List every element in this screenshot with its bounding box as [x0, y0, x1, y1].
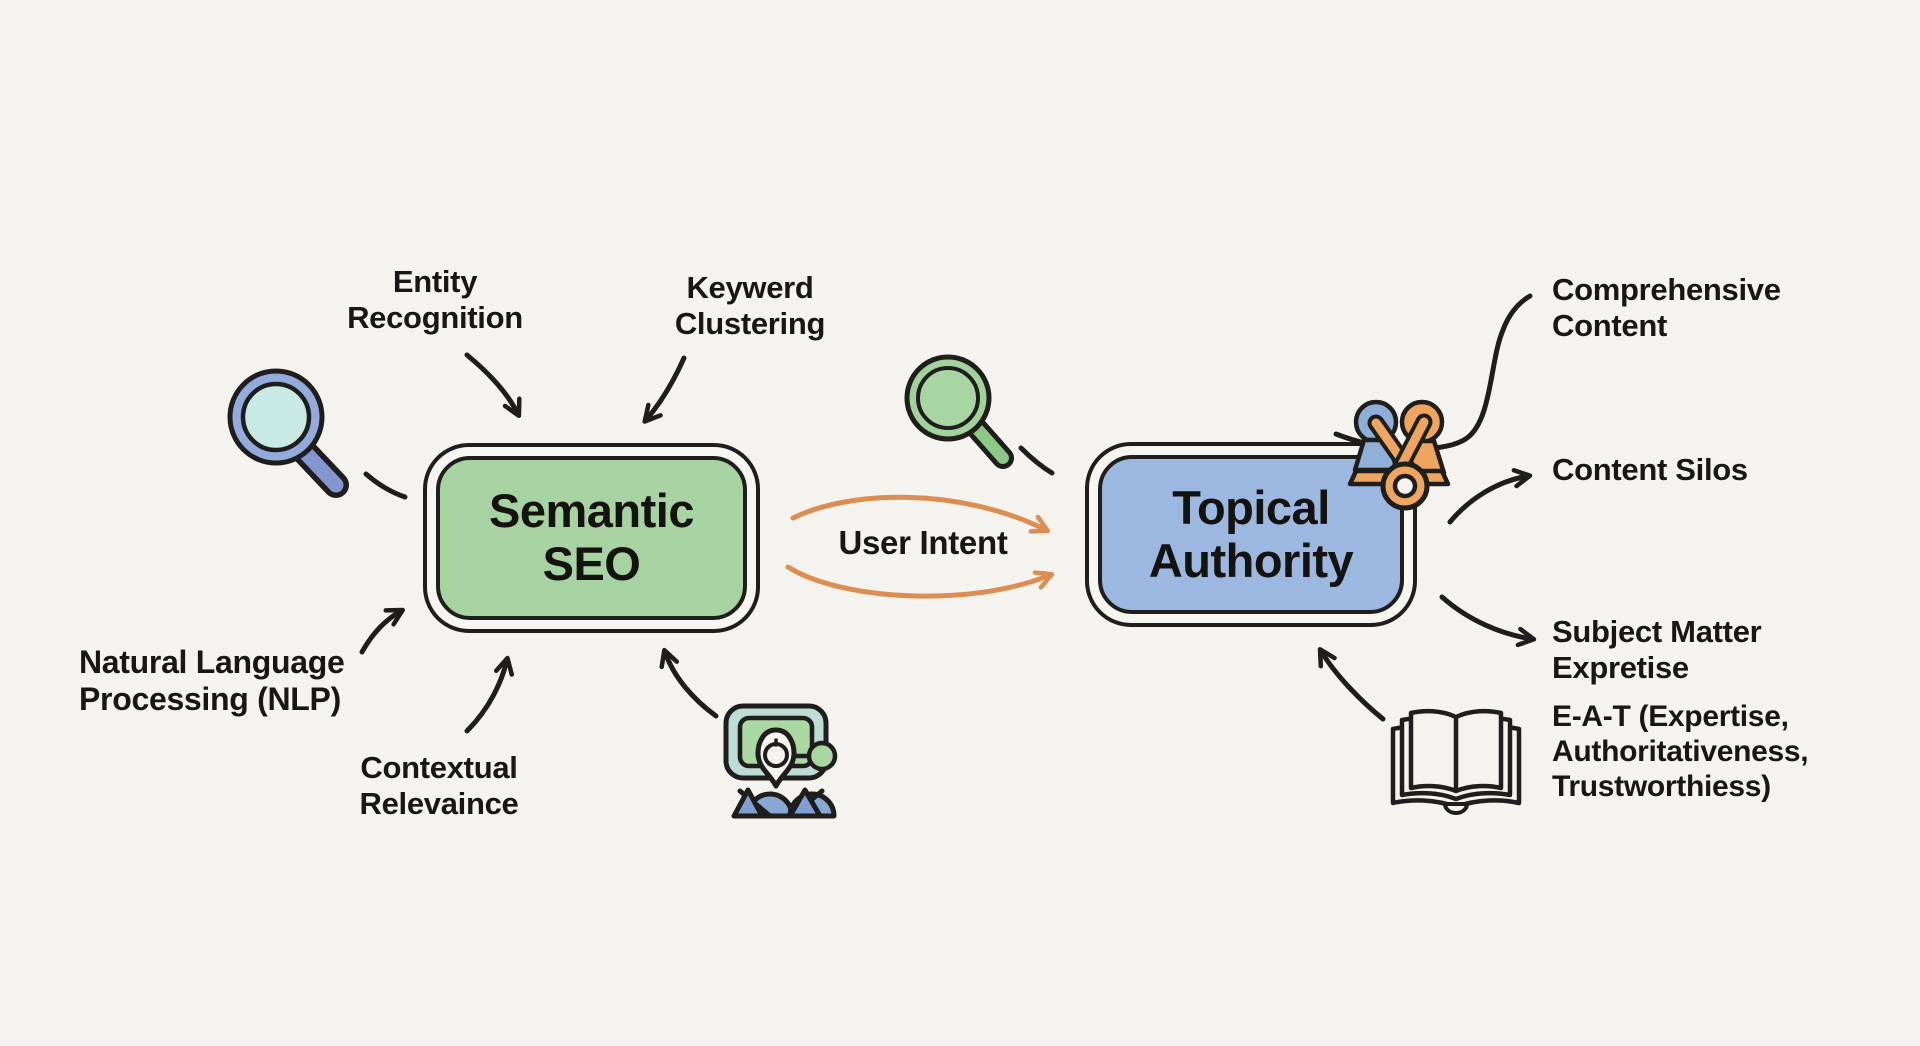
magnifier-green-icon	[895, 350, 1025, 475]
arrow-person-to-box	[659, 647, 719, 719]
content-silos-label: Content Silos	[1552, 452, 1748, 487]
contextual-relevance-label: Contextual Relevaince	[359, 750, 519, 821]
award-figures-icon	[1342, 396, 1462, 514]
arrow-box-to-subject	[1439, 594, 1537, 648]
orange-arrow-user-intent-bottom	[785, 564, 1055, 599]
arrow-nlp-to-box	[359, 607, 405, 655]
arrow-keyword-to-box	[642, 355, 687, 424]
comprehensive-content-label: Comprehensive Content	[1552, 272, 1781, 343]
arrow-contextual-to-box	[464, 655, 515, 734]
user-intent-label: User Intent	[838, 524, 1008, 561]
person-computer-icon	[718, 698, 843, 823]
open-book-icon	[1385, 703, 1527, 815]
arrow-entity-to-box	[464, 352, 522, 419]
arrow-book-to-box	[1317, 647, 1386, 722]
nlp-label: Natural Language Processing (NLP)	[79, 644, 345, 718]
curve-magnifier-to-box	[363, 471, 408, 500]
topical-authority-title: Topical Authority	[1098, 455, 1404, 614]
semantic-seo-node: Semantic SEO	[423, 443, 760, 633]
arrow-box-to-silos	[1447, 468, 1533, 525]
topical-authority-node: Topical Authority	[1085, 442, 1417, 627]
entity-recognition-label: Entity Recognition	[347, 264, 523, 335]
keyword-clustering-label: Keywerd Clustering	[674, 270, 826, 341]
subject-matter-label: Subject Matter Expretise	[1552, 614, 1762, 685]
eat-label: E-A-T (Expertise, Authoritativeness, Tru…	[1552, 700, 1809, 803]
curve-greenmag-to-box	[1018, 445, 1055, 476]
magnifier-blue-icon	[212, 363, 364, 508]
orange-arrow-user-intent-top	[790, 494, 1051, 534]
semantic-seo-title: Semantic SEO	[436, 456, 747, 620]
